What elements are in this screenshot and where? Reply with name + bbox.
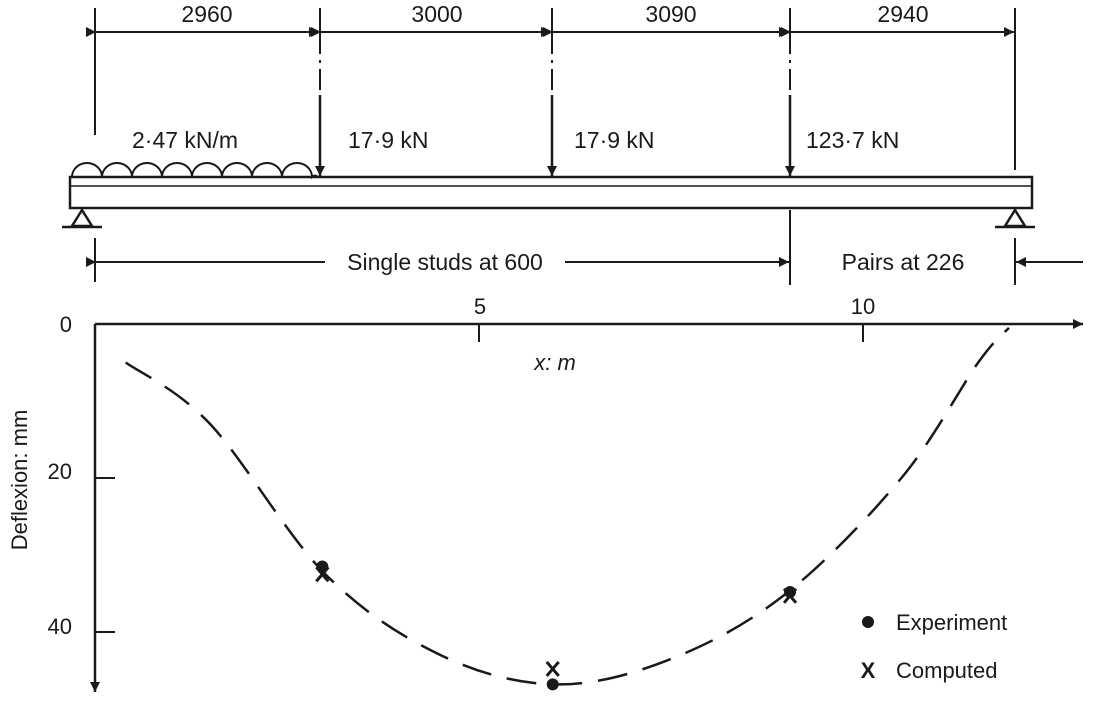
legend-experiment: Experiment <box>896 610 1007 635</box>
y-tick-label-0: 0 <box>60 312 72 337</box>
y-axis-label: Deflexion: mm <box>7 410 32 551</box>
x-tick-label-10: 10 <box>851 294 875 319</box>
computed-point <box>545 660 560 677</box>
x-axis-label: x: m <box>533 350 576 375</box>
dimension-span-3: 3090 <box>543 1 789 37</box>
distributed-load-symbol <box>71 162 319 180</box>
right-support <box>995 207 1035 229</box>
load-labels: 2·47 kN/m 17·9 kN 17·9 kN 123·7 kN <box>132 127 899 153</box>
point-load-3-label: 123·7 kN <box>806 127 899 153</box>
point-load-2-label: 17·9 kN <box>574 127 655 153</box>
dimension-span-4: 2940 <box>781 1 1014 37</box>
dimension-label: 3090 <box>645 1 696 27</box>
dimension-label: 2940 <box>877 1 928 27</box>
dimension-span-2: 3000 <box>311 1 551 37</box>
single-studs-label: Single studs at 600 <box>347 249 543 275</box>
x-tick-label-5: 5 <box>474 294 486 319</box>
legend-dot-marker <box>862 616 874 628</box>
point-load-arrows <box>315 95 795 176</box>
experiment-point <box>784 585 797 598</box>
legend: Experiment X Computed <box>861 610 1008 683</box>
legend-computed: Computed <box>896 658 998 683</box>
left-support <box>62 207 102 229</box>
stud-spacing: Single studs at 600 Pairs at 226 <box>86 210 1083 285</box>
dimension-label: 3000 <box>411 1 462 27</box>
pairs-studs-label: Pairs at 226 <box>842 249 965 275</box>
udl-label: 2·47 kN/m <box>132 127 238 153</box>
experiment-point <box>546 678 559 691</box>
y-tick-label-20: 20 <box>48 459 72 484</box>
deflexion-curve <box>124 326 1010 686</box>
dimension-span-1: 2960 <box>86 1 319 37</box>
computed-point <box>782 587 798 604</box>
deflexion-chart: 5 10 0 20 40 x: m Deflexion: mm Experime… <box>7 294 1083 692</box>
legend-x-marker: X <box>861 658 876 683</box>
y-tick-label-40: 40 <box>48 614 72 639</box>
computed-point <box>315 566 330 583</box>
beam <box>68 175 1034 210</box>
dimension-label: 2960 <box>181 1 232 27</box>
point-load-1-label: 17·9 kN <box>348 127 429 153</box>
dimension-lines: 2960 3000 3090 2940 <box>86 1 1016 170</box>
